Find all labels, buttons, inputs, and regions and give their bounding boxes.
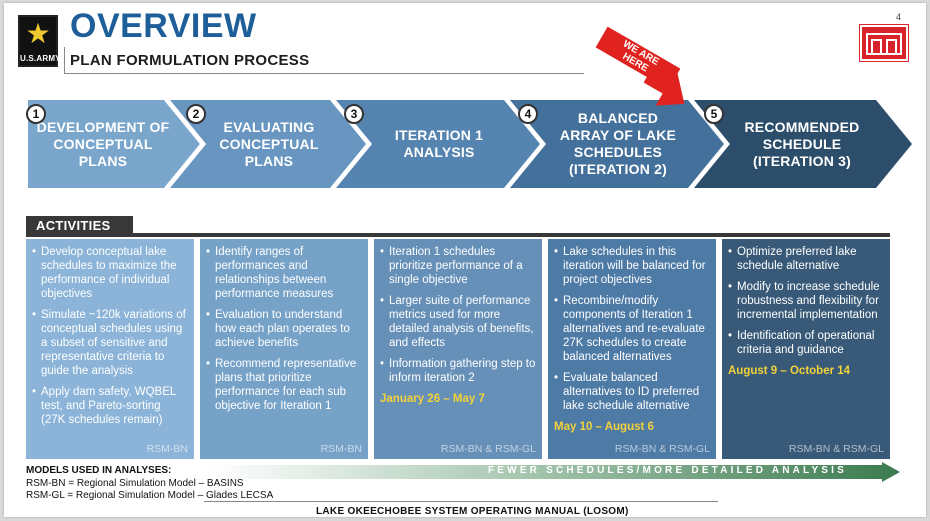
step-2-number: 2: [186, 104, 206, 124]
model-legend-line: RSM-GL = Regional Simulation Model – Gla…: [26, 490, 274, 501]
step-1-number: 1: [26, 104, 46, 124]
step-2: EVALUATING CONCEPTUAL PLANS: [194, 100, 344, 188]
page-title: OVERVIEW: [70, 7, 257, 45]
activity-bullet: Optimize preferred lake schedule alterna…: [728, 245, 884, 273]
star-icon: ★: [25, 18, 51, 49]
model-label: RSM-BN: [146, 443, 188, 455]
activity-bullet: Recommend representative plans that prio…: [206, 357, 362, 413]
model-legend-line: RSM-BN = Regional Simulation Model – BAS…: [26, 478, 244, 489]
activity-bullet: Information gathering step to inform ite…: [380, 357, 536, 385]
step-4-label: BALANCED ARRAY OF LAKE SCHEDULES (ITERAT…: [559, 110, 677, 177]
activity-bullet: Simulate ~120k variations of conceptual …: [32, 308, 188, 378]
step-1-label: DEVELOPMENT OF CONCEPTUAL PLANS: [36, 118, 170, 169]
activity-bullet: Iteration 1 schedules prioritize perform…: [380, 245, 536, 287]
activity-column-4: Lake schedules in this iteration will be…: [548, 239, 716, 459]
chevron-shape-4: [510, 100, 724, 188]
step-4: BALANCED ARRAY OF LAKE SCHEDULES (ITERAT…: [538, 100, 698, 188]
title-divider-vertical: [64, 47, 65, 74]
progress-arrow-label: FEWER SCHEDULES/MORE DETAILED ANALYSIS: [488, 465, 848, 476]
step-5: RECOMMENDED SCHEDULE (ITERATION 3): [722, 100, 882, 188]
footer-text: LAKE OKEECHOBEE SYSTEM OPERATING MANUAL …: [316, 506, 629, 517]
activity-column-2: Identify ranges of performances and rela…: [200, 239, 368, 459]
step-5-number: 5: [704, 104, 724, 124]
chevron-shape-3: [336, 100, 540, 188]
us-army-logo: ★ U.S.ARMY: [18, 15, 61, 67]
page-subtitle: PLAN FORMULATION PROCESS: [70, 52, 310, 69]
title-divider: [64, 73, 584, 74]
activity-bullet: Modify to increase schedule robustness a…: [728, 280, 884, 322]
step-4-number: 4: [518, 104, 538, 124]
step-1: DEVELOPMENT OF CONCEPTUAL PLANS: [28, 100, 178, 188]
step-2-label: EVALUATING CONCEPTUAL PLANS: [219, 118, 319, 169]
activities-band: [26, 233, 890, 237]
usace-castle-logo: [859, 24, 909, 62]
activities-tab: ACTIVITIES: [26, 216, 133, 235]
model-label: RSM-BN & RSM-GL: [614, 443, 710, 455]
chevron-shape-5: [694, 100, 912, 188]
process-chevrons: [28, 100, 912, 188]
progress-arrow: [210, 462, 900, 482]
slide: ★ U.S.ARMY OVERVIEW PLAN FORMULATION PRO…: [4, 3, 926, 517]
model-label: RSM-BN & RSM-GL: [788, 443, 884, 455]
activity-column-1: Develop conceptual lake schedules to max…: [26, 239, 194, 459]
activity-bullet: Larger suite of performance metrics used…: [380, 294, 536, 350]
activity-bullet: Evaluation to understand how each plan o…: [206, 308, 362, 350]
we-are-here-arrow-icon: [644, 66, 685, 106]
model-label: RSM-BN: [320, 443, 362, 455]
army-logo-text: U.S.ARMY: [20, 54, 61, 63]
page-number: 4: [896, 12, 902, 22]
chevron-shape-2: [170, 100, 366, 188]
activity-bullet: Apply dam safety, WQBEL test, and Pareto…: [32, 385, 188, 427]
date-range: January 26 – May 7: [380, 393, 485, 405]
step-3: ITERATION 1 ANALYSIS: [364, 100, 514, 188]
step-5-label: RECOMMENDED SCHEDULE (ITERATION 3): [744, 118, 860, 169]
activity-bullet: Identify ranges of performances and rela…: [206, 245, 362, 301]
step-3-number: 3: [344, 104, 364, 124]
step-3-label: ITERATION 1 ANALYSIS: [394, 127, 484, 160]
models-heading: MODELS USED IN ANALYSES:: [26, 465, 172, 476]
activity-column-3: Iteration 1 schedules prioritize perform…: [374, 239, 542, 459]
footer-divider: [204, 501, 718, 502]
activity-bullet: Develop conceptual lake schedules to max…: [32, 245, 188, 301]
date-range: May 10 – August 6: [554, 421, 654, 433]
activity-bullet: Recombine/modify components of Iteration…: [554, 294, 710, 364]
activity-bullet: Lake schedules in this iteration will be…: [554, 245, 710, 287]
activity-column-5: Optimize preferred lake schedule alterna…: [722, 239, 890, 459]
activity-bullet: Identification of operational criteria a…: [728, 329, 884, 357]
model-label: RSM-BN & RSM-GL: [440, 443, 536, 455]
chevron-shape-1: [28, 100, 200, 188]
date-range: August 9 – October 14: [728, 365, 851, 377]
activity-bullet: Evaluate balanced alternatives to ID pre…: [554, 371, 710, 413]
